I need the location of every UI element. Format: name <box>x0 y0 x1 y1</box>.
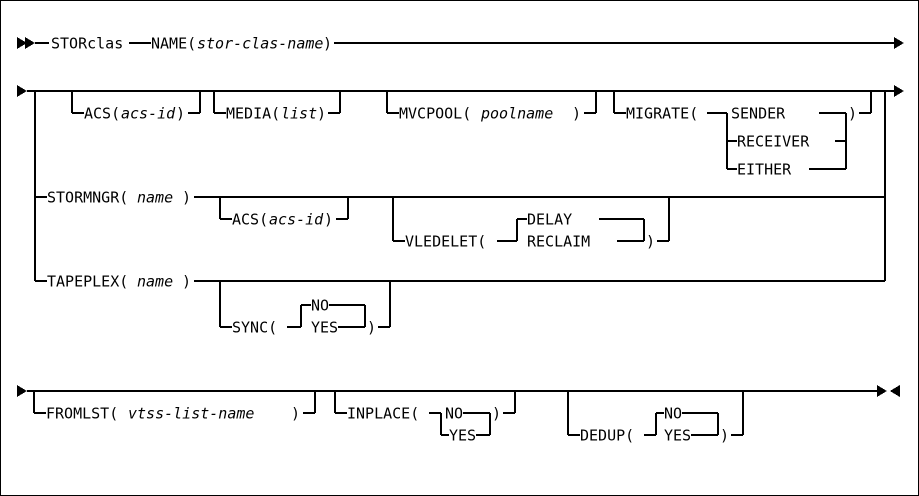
variable-stormngr-name: name <box>137 189 173 207</box>
variable-media-list: list <box>281 105 317 123</box>
choice-dedup-yes[interactable]: YES <box>664 427 691 445</box>
keyword-mvcpool-open: MVCPOOL( <box>399 105 471 123</box>
option-media[interactable]: MEDIA( list ) <box>213 91 341 123</box>
choice-sync-yes[interactable]: YES <box>311 319 338 337</box>
option-acs-1[interactable]: ACS( acs-id ) <box>71 91 201 123</box>
option-dedup[interactable]: DEDUP( NO YES ) <box>567 391 744 445</box>
keyword-migrate-open: MIGRATE( <box>626 105 698 123</box>
end-arrow-icon-2 <box>894 85 904 97</box>
paren-close-tapeplex: ) <box>182 273 191 291</box>
paren-close-acs-1: ) <box>176 105 185 123</box>
keyword-dedup-open: DEDUP( <box>580 427 634 445</box>
keyword-acs-open-1: ACS( <box>84 105 120 123</box>
variable-poolname: poolname <box>480 105 553 123</box>
paren-close-inplace: ) <box>492 405 501 423</box>
alternative-tapeplex[interactable]: TAPEPLEX( name ) SYNC( NO YES ) <box>35 273 885 337</box>
row-1-group: STORclas NAME( stor-clas-name ) <box>17 35 904 53</box>
keyword-inplace-open: INPLACE( <box>347 405 419 423</box>
keyword-name-open: NAME( <box>151 35 196 53</box>
choice-either[interactable]: EITHER <box>737 161 792 179</box>
paren-close-media: ) <box>317 105 326 123</box>
paren-close-mvcpool: ) <box>572 105 581 123</box>
keyword-vledelet-open: VLEDELET( <box>405 233 486 251</box>
paren-close-dedup: ) <box>720 427 729 445</box>
variable-stor-clas-name: stor-clas-name <box>197 35 323 53</box>
paren-close-fromlst: ) <box>291 405 300 423</box>
end-arrow-icon-1 <box>894 37 904 49</box>
start-arrow-icon-1 <box>17 37 27 49</box>
choice-receiver[interactable]: RECEIVER <box>737 133 810 151</box>
keyword-media-open: MEDIA( <box>226 105 280 123</box>
option-fromlst[interactable]: FROMLST( vtss-list-name ) <box>33 391 316 423</box>
choice-reclaim[interactable]: RECLAIM <box>527 233 590 251</box>
keyword-acs-open-2: ACS( <box>232 211 268 229</box>
option-sync[interactable]: SYNC( NO YES ) <box>219 281 391 337</box>
paren-close-acs-2: ) <box>324 211 333 229</box>
paren-close-sync: ) <box>367 319 376 337</box>
paren-close-migrate: ) <box>848 105 857 123</box>
keyword-fromlst-open: FROMLST( <box>46 405 118 423</box>
variable-acs-id-2: acs-id <box>269 211 324 229</box>
choice-sender[interactable]: SENDER <box>731 105 786 123</box>
choice-inplace-no[interactable]: NO <box>445 405 463 423</box>
option-inplace[interactable]: INPLACE( NO YES ) <box>334 391 516 445</box>
choice-dedup-no[interactable]: NO <box>664 405 682 423</box>
paren-close-vledelet: ) <box>646 233 655 251</box>
start-arrow-icon-1b <box>25 37 35 49</box>
keyword-stormngr-open: STORMNGR( <box>47 189 128 207</box>
keyword-storclas: STORclas <box>51 35 123 53</box>
end-arrow-icon-3b <box>890 385 900 397</box>
paren-close-stormngr: ) <box>182 189 191 207</box>
variable-tapeplex-name: name <box>137 273 173 291</box>
option-vledelet[interactable]: VLEDELET( DELAY RECLAIM ) <box>392 197 670 251</box>
keyword-tapeplex-open: TAPEPLEX( <box>47 273 128 291</box>
end-arrow-icon-3a <box>877 385 887 397</box>
row-2-group: ACS( acs-id ) MEDIA( list ) MVCPOOL( poo… <box>17 85 904 337</box>
start-arrow-icon-2 <box>17 85 27 97</box>
option-acs-2[interactable]: ACS( acs-id ) <box>219 197 349 229</box>
keyword-sync-open: SYNC( <box>232 319 277 337</box>
variable-vtss-list-name: vtss-list-name <box>128 405 254 423</box>
start-arrow-icon-3 <box>17 385 27 397</box>
row-3-group: FROMLST( vtss-list-name ) INPLACE( NO YE… <box>17 385 900 445</box>
choice-delay[interactable]: DELAY <box>527 211 572 229</box>
choice-inplace-yes[interactable]: YES <box>449 427 476 445</box>
option-migrate[interactable]: MIGRATE( SENDER RECEIVER EITHER ) <box>613 91 872 179</box>
choice-sync-no[interactable]: NO <box>311 297 329 315</box>
alternative-stormngr[interactable]: STORMNGR( name ) ACS( acs-id ) VLEDELET( <box>35 189 885 251</box>
paren-close-name: ) <box>323 35 332 53</box>
option-mvcpool[interactable]: MVCPOOL( poolname ) <box>386 91 597 123</box>
variable-acs-id-1: acs-id <box>121 105 176 123</box>
